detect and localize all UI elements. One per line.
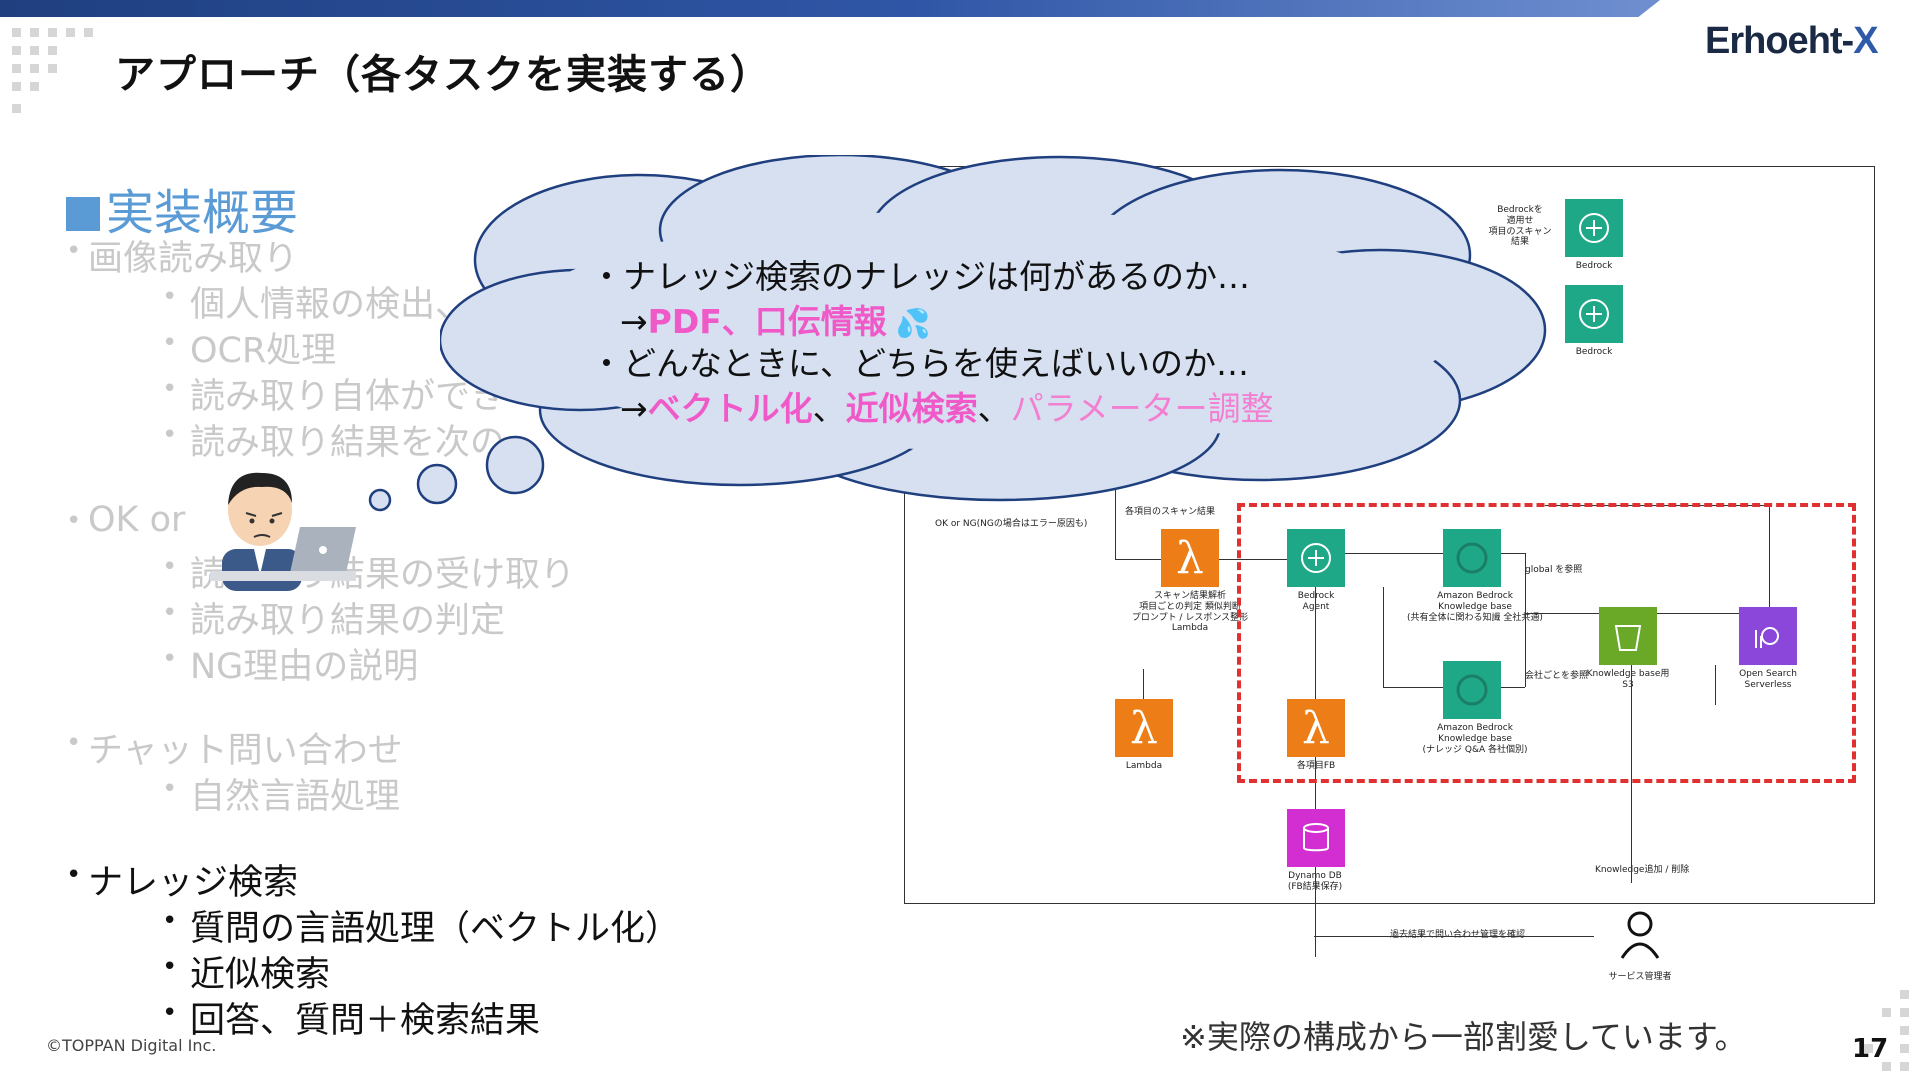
connector-line bbox=[1315, 587, 1316, 699]
knowledge-base-icon bbox=[1443, 661, 1501, 719]
bullet-knowledge-search: ナレッジ検索 bbox=[66, 854, 298, 905]
square-bullet-icon bbox=[66, 197, 100, 231]
connector-line bbox=[1383, 687, 1443, 688]
service-admin-label: サービス管理者 bbox=[1608, 972, 1672, 982]
s3-bucket-icon bbox=[1599, 607, 1657, 665]
thought-bubble-cloud bbox=[440, 155, 1547, 502]
connector-line bbox=[1315, 867, 1316, 957]
brand-logo: Erhoeht-X bbox=[1705, 20, 1879, 62]
connector-line bbox=[1525, 553, 1526, 687]
sub-bullet: 自然言語処理 bbox=[162, 768, 400, 819]
bubble-line-3: ・どんなときに、どちらを使えばいいのか… bbox=[590, 344, 1250, 383]
connector-line bbox=[1631, 665, 1632, 883]
arrow-note: Bedrockを 適用せ 項目のスキャン結果 bbox=[1488, 205, 1552, 248]
connector-line bbox=[1315, 757, 1316, 809]
connector-line bbox=[1345, 553, 1443, 554]
copyright-text: ©TOPPAN Digital Inc. bbox=[46, 1036, 217, 1055]
connector-line bbox=[1501, 553, 1525, 554]
thought-bubble-tail bbox=[368, 435, 545, 512]
lambda-label: Lambda bbox=[1125, 761, 1163, 771]
lambda-icon: λ bbox=[1115, 699, 1173, 757]
slide-title: アプローチ（各タスクを実装する） bbox=[115, 52, 771, 98]
dynamodb-icon bbox=[1287, 809, 1345, 867]
lambda-label: スキャン結果解析 項目ごとの判定 類似判断 プロンプト / レスポンス整形 La… bbox=[1131, 591, 1249, 634]
opensearch-icon bbox=[1739, 607, 1797, 665]
sub-bullet: 読み取り自体ができ bbox=[162, 368, 505, 419]
sub-bullet: OCR処理 bbox=[162, 322, 336, 373]
connector-line bbox=[1314, 936, 1594, 937]
sub-bullet: 質問の言語処理（ベクトル化） bbox=[162, 900, 680, 951]
bullet-image-reading: 画像読み取り bbox=[66, 230, 298, 281]
connector-line bbox=[1115, 559, 1161, 560]
flow-label: OK or NG(NGの場合はエラー原因も) bbox=[935, 519, 1088, 529]
corner-dots-decoration bbox=[12, 28, 102, 118]
bedrock-agent-icon bbox=[1287, 529, 1345, 587]
connector-line bbox=[1115, 477, 1116, 559]
lambda-icon: λ bbox=[1161, 529, 1219, 587]
bubble-line-4: →ベクトル化、近似検索、パラメーター調整 bbox=[620, 389, 1274, 428]
connector-line bbox=[1525, 613, 1599, 614]
footnote: ※実際の構成から一部割愛しています。 bbox=[1180, 1018, 1747, 1056]
bubble-line-2: →PDF、口伝情報 💦 bbox=[620, 302, 931, 341]
kb-company-label: Amazon Bedrock Knowledge base (ナレッジ Q&A … bbox=[1422, 723, 1528, 755]
connector-line bbox=[1769, 505, 1770, 607]
knowledge-base-icon bbox=[1443, 529, 1501, 587]
bedrock-label: Bedrock bbox=[1575, 261, 1613, 271]
worried-person-illustration bbox=[210, 472, 356, 591]
sub-bullet: 回答、質問＋検索結果 bbox=[162, 992, 540, 1043]
flow-label: 過去結果で問い合わせ管理を確認 bbox=[1390, 930, 1526, 940]
bedrock-icon bbox=[1565, 199, 1623, 257]
flow-label: 会社ごとを参照 bbox=[1525, 671, 1589, 681]
bullet-chat: チャット問い合わせ bbox=[66, 722, 403, 773]
sub-bullet: NG理由の説明 bbox=[162, 638, 418, 689]
connector-line bbox=[1383, 587, 1384, 687]
header-bar bbox=[0, 0, 1660, 17]
bubble-line-1: ・ナレッジ検索のナレッジは何があるのか… bbox=[590, 257, 1250, 296]
sweat-drops-icon: 💦 bbox=[886, 307, 931, 340]
s3-label: Knowledge base用 S3 bbox=[1586, 669, 1670, 690]
user-icon bbox=[1620, 911, 1660, 959]
knowledge-search-highlight bbox=[1237, 503, 1856, 783]
connector-line bbox=[1501, 687, 1525, 688]
bullet-ok-ng: OK or bbox=[66, 500, 186, 540]
sub-bullet: 個人情報の検出、 bbox=[162, 276, 470, 327]
connector-line bbox=[1143, 669, 1144, 699]
connector-line bbox=[1715, 665, 1716, 705]
sub-bullet: 近似検索 bbox=[162, 946, 330, 997]
sub-bullet: 読み取り結果を次の bbox=[162, 414, 505, 465]
flow-label: global を参照 bbox=[1525, 565, 1583, 575]
corner-dots-decoration bbox=[1860, 990, 1920, 1071]
flow-label: 各項目のスキャン結果 bbox=[1125, 507, 1216, 517]
bedrock-icon bbox=[1565, 285, 1623, 343]
kb-common-label: Amazon Bedrock Knowledge base (共有全体に関わる知… bbox=[1407, 591, 1543, 623]
bedrock-label: Bedrock bbox=[1575, 347, 1613, 357]
lambda-icon: λ bbox=[1287, 699, 1345, 757]
flow-label: Knowledge追加 / 削除 bbox=[1595, 865, 1690, 875]
sub-bullet: 読み取り結果の判定 bbox=[162, 592, 505, 643]
opensearch-label: Open Search Serverless bbox=[1739, 669, 1797, 690]
connector-line bbox=[1657, 613, 1739, 614]
connector-line bbox=[1219, 559, 1287, 560]
